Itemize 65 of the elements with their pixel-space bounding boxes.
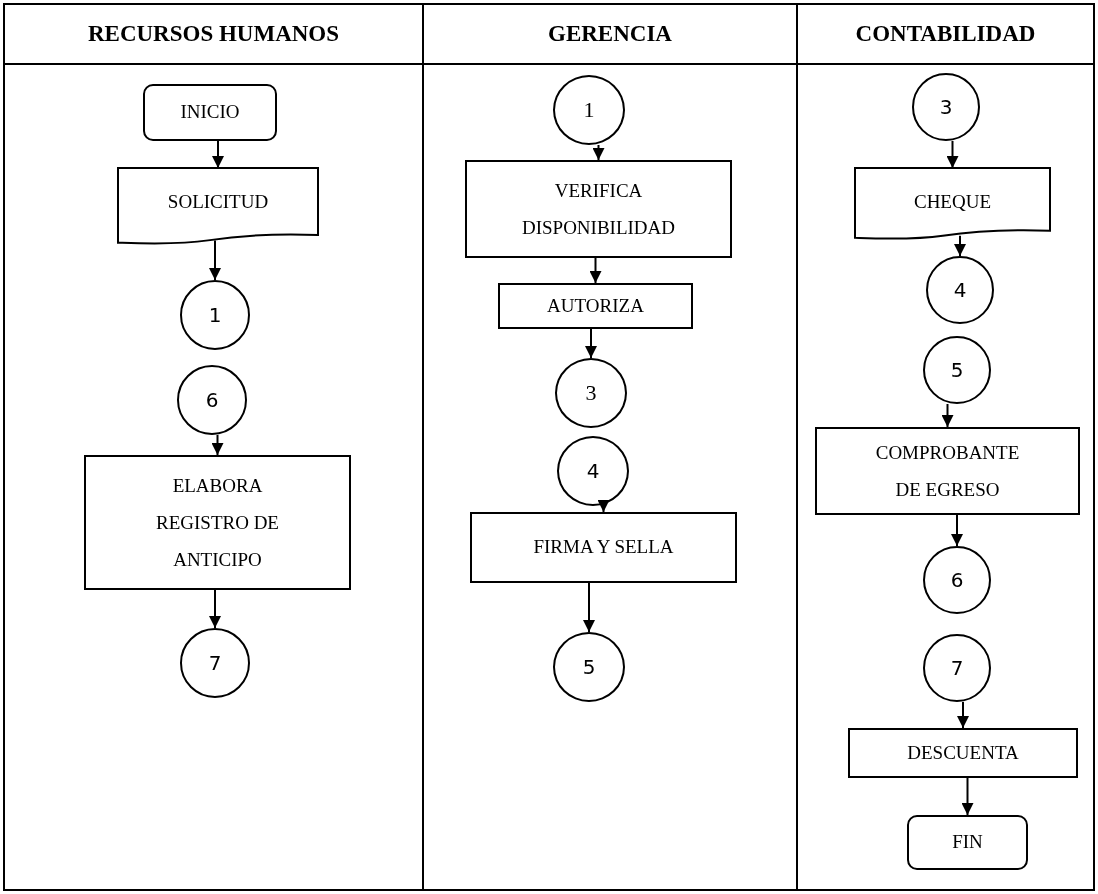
connector-circle <box>923 336 991 404</box>
step-label: INICIO <box>179 100 241 125</box>
connector-circle <box>177 365 247 435</box>
connector-circle <box>923 634 991 702</box>
step-label: VERIFICA DISPONIBILIDAD <box>520 178 677 240</box>
flow-arrow <box>592 144 605 161</box>
lane-title: RECURSOS HUMANOS <box>87 21 340 47</box>
connector-circle <box>180 628 250 698</box>
flow-arrow <box>211 434 224 456</box>
flow-arrow <box>589 257 602 284</box>
process-box <box>465 160 732 258</box>
connector-number: 7 <box>949 656 965 680</box>
connector-circle <box>180 280 250 350</box>
connector-number: 1 <box>207 303 223 327</box>
process-box <box>815 427 1080 515</box>
flow-arrow <box>209 589 221 629</box>
connector-circle <box>557 436 629 506</box>
connector-circle <box>555 358 627 428</box>
connector-number: 4 <box>952 278 968 302</box>
flow-arrow <box>961 777 974 816</box>
connector-number: 6 <box>204 388 220 412</box>
flow-arrow <box>583 582 595 633</box>
step-label: CHEQUE <box>912 190 993 214</box>
connector-circle <box>553 632 625 702</box>
process-box <box>848 728 1078 778</box>
document-shape <box>118 168 318 245</box>
flow-arrow <box>954 234 966 257</box>
connector-number: 3 <box>584 380 598 406</box>
step-label: ELABORA REGISTRO DE ANTICIPO <box>155 473 280 572</box>
flow-arrow <box>212 140 224 169</box>
connector-number: 5 <box>581 655 597 679</box>
terminal-box <box>907 815 1028 870</box>
connector-circle <box>912 73 980 141</box>
connector-number: 1 <box>582 97 596 123</box>
connector-number: 3 <box>938 95 954 119</box>
swimlane <box>796 3 1095 891</box>
connector-number: 4 <box>585 459 601 483</box>
terminal-box <box>143 84 277 141</box>
lane-title: GERENCIA <box>548 21 672 47</box>
flow-arrow <box>957 701 969 729</box>
connector-number: 6 <box>949 568 965 592</box>
step-label: FIRMA Y SELLA <box>532 535 675 560</box>
flow-arrow <box>209 239 221 281</box>
step-label: FIN <box>951 830 984 855</box>
flow-arrow <box>585 328 597 359</box>
flow-arrow <box>597 500 610 513</box>
document-shape <box>855 168 1050 240</box>
process-box <box>470 512 737 583</box>
process-box <box>84 455 351 590</box>
connector-circle <box>926 256 994 324</box>
swimlane <box>422 3 798 891</box>
connector-circle <box>923 546 991 614</box>
process-box <box>498 283 693 329</box>
flow-arrow <box>951 514 963 547</box>
swimlane <box>3 3 424 891</box>
step-label: DESCUENTA <box>906 740 1020 765</box>
flow-arrow <box>946 140 959 169</box>
step-label: AUTORIZA <box>546 293 645 318</box>
lane-title: CONTABILIDAD <box>855 21 1036 47</box>
connector-circle <box>553 75 625 145</box>
flow-arrow <box>941 403 954 428</box>
connector-number: 5 <box>949 358 965 382</box>
step-label: SOLICITUD <box>166 190 270 214</box>
connector-number: 7 <box>207 651 223 675</box>
step-label: COMPROBANTE DE EGRESO <box>874 440 1021 502</box>
